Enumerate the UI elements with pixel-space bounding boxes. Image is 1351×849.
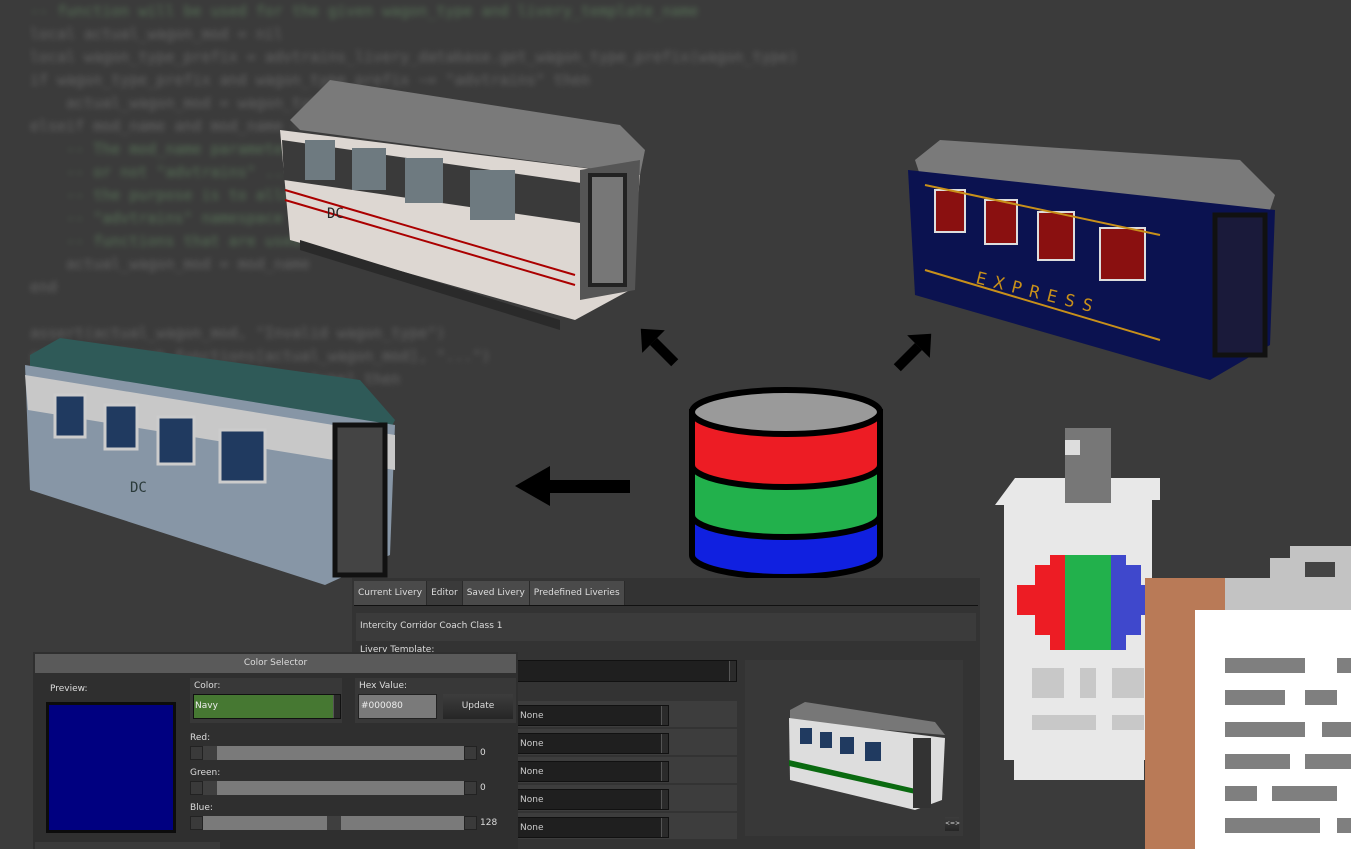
wagon-name: Intercity Corridor Coach Class 1 <box>356 613 976 641</box>
preview-label: Preview: <box>50 684 88 694</box>
blue-slider[interactable] <box>190 816 477 830</box>
blue-slider-thumb[interactable] <box>327 816 341 830</box>
rotate-preview-button[interactable]: <=> <box>945 817 960 831</box>
arrows <box>515 328 932 506</box>
livery-template-dropdown[interactable] <box>515 660 737 682</box>
red-slider-thumb[interactable] <box>203 746 217 760</box>
green-label: Green: <box>190 768 221 778</box>
code-line: -- function will be used for the given w… <box>30 2 699 20</box>
red-slider[interactable] <box>190 746 477 760</box>
update-button[interactable]: Update <box>443 694 513 719</box>
preview-coach-image <box>789 702 945 810</box>
color-selector-title: Color Selector <box>35 654 516 673</box>
tab-bar: Current Livery Editor Saved Livery Prede… <box>354 581 978 606</box>
livery-template-label: Livery Template: <box>360 645 435 655</box>
tab-predefined-liveries[interactable]: Predefined Liveries <box>529 581 625 605</box>
overlay-dropdown-4[interactable]: None <box>515 789 669 810</box>
hex-value-label: Hex Value: <box>359 681 408 691</box>
overlay-dropdown-2[interactable]: None <box>515 733 669 754</box>
tab-saved-livery[interactable]: Saved Livery <box>462 581 530 605</box>
code-line: local wagon_type_prefix = advtrains_live… <box>30 48 798 66</box>
code-line: actual_wagon_mod = mod_name <box>30 255 310 273</box>
arrow-up-left-icon <box>640 328 679 367</box>
blue-value: 128 <box>480 818 498 828</box>
blue-label: Blue: <box>190 803 213 813</box>
arrow-up-right-icon <box>893 333 932 372</box>
tab-current-livery[interactable]: Current Livery <box>354 581 428 605</box>
tab-editor[interactable]: Editor <box>427 581 463 605</box>
spray-can-icon <box>995 428 1160 780</box>
color-preview-swatch <box>46 702 176 833</box>
coach-logo: DC <box>327 206 344 222</box>
green-value: 0 <box>480 783 486 793</box>
green-slider[interactable] <box>190 781 477 795</box>
code-line: if wagon_type_prefix and wagon_type_pref… <box>30 71 590 89</box>
color-label: Color: <box>194 681 221 691</box>
code-line: elseif mod_name and mod_name ~= "" then <box>30 117 383 135</box>
code-line: end <box>30 278 58 296</box>
color-selector-dialog: Color Selector Preview: Color: Navy Hex … <box>33 652 518 849</box>
white-coach-illustration: DC <box>280 80 645 330</box>
database-icon <box>689 387 883 580</box>
express-coach-illustration: EXPRESS <box>908 140 1275 380</box>
red-label: Red: <box>190 733 211 743</box>
color-name-dropdown[interactable]: Navy <box>193 694 341 719</box>
clipboard-icon <box>1145 546 1351 849</box>
code-line: assert(actual_wagon_mod, "Invalid wagon_… <box>30 324 446 342</box>
wagon-3d-preview[interactable]: <=> <box>745 660 963 836</box>
grey-coach-illustration: DC <box>25 338 395 585</box>
overlay-dropdown-5[interactable]: None <box>515 817 669 838</box>
hex-value-input[interactable]: #000080 <box>358 694 437 719</box>
overlay-dropdown-3[interactable]: None <box>515 761 669 782</box>
arrow-left-icon <box>515 466 630 506</box>
red-value: 0 <box>480 748 486 758</box>
green-slider-thumb[interactable] <box>203 781 217 795</box>
svg-text:DC: DC <box>130 480 147 496</box>
code-line: local actual_wagon_mod = nil <box>30 25 283 43</box>
overlay-dropdown-1[interactable]: None <box>515 705 669 726</box>
